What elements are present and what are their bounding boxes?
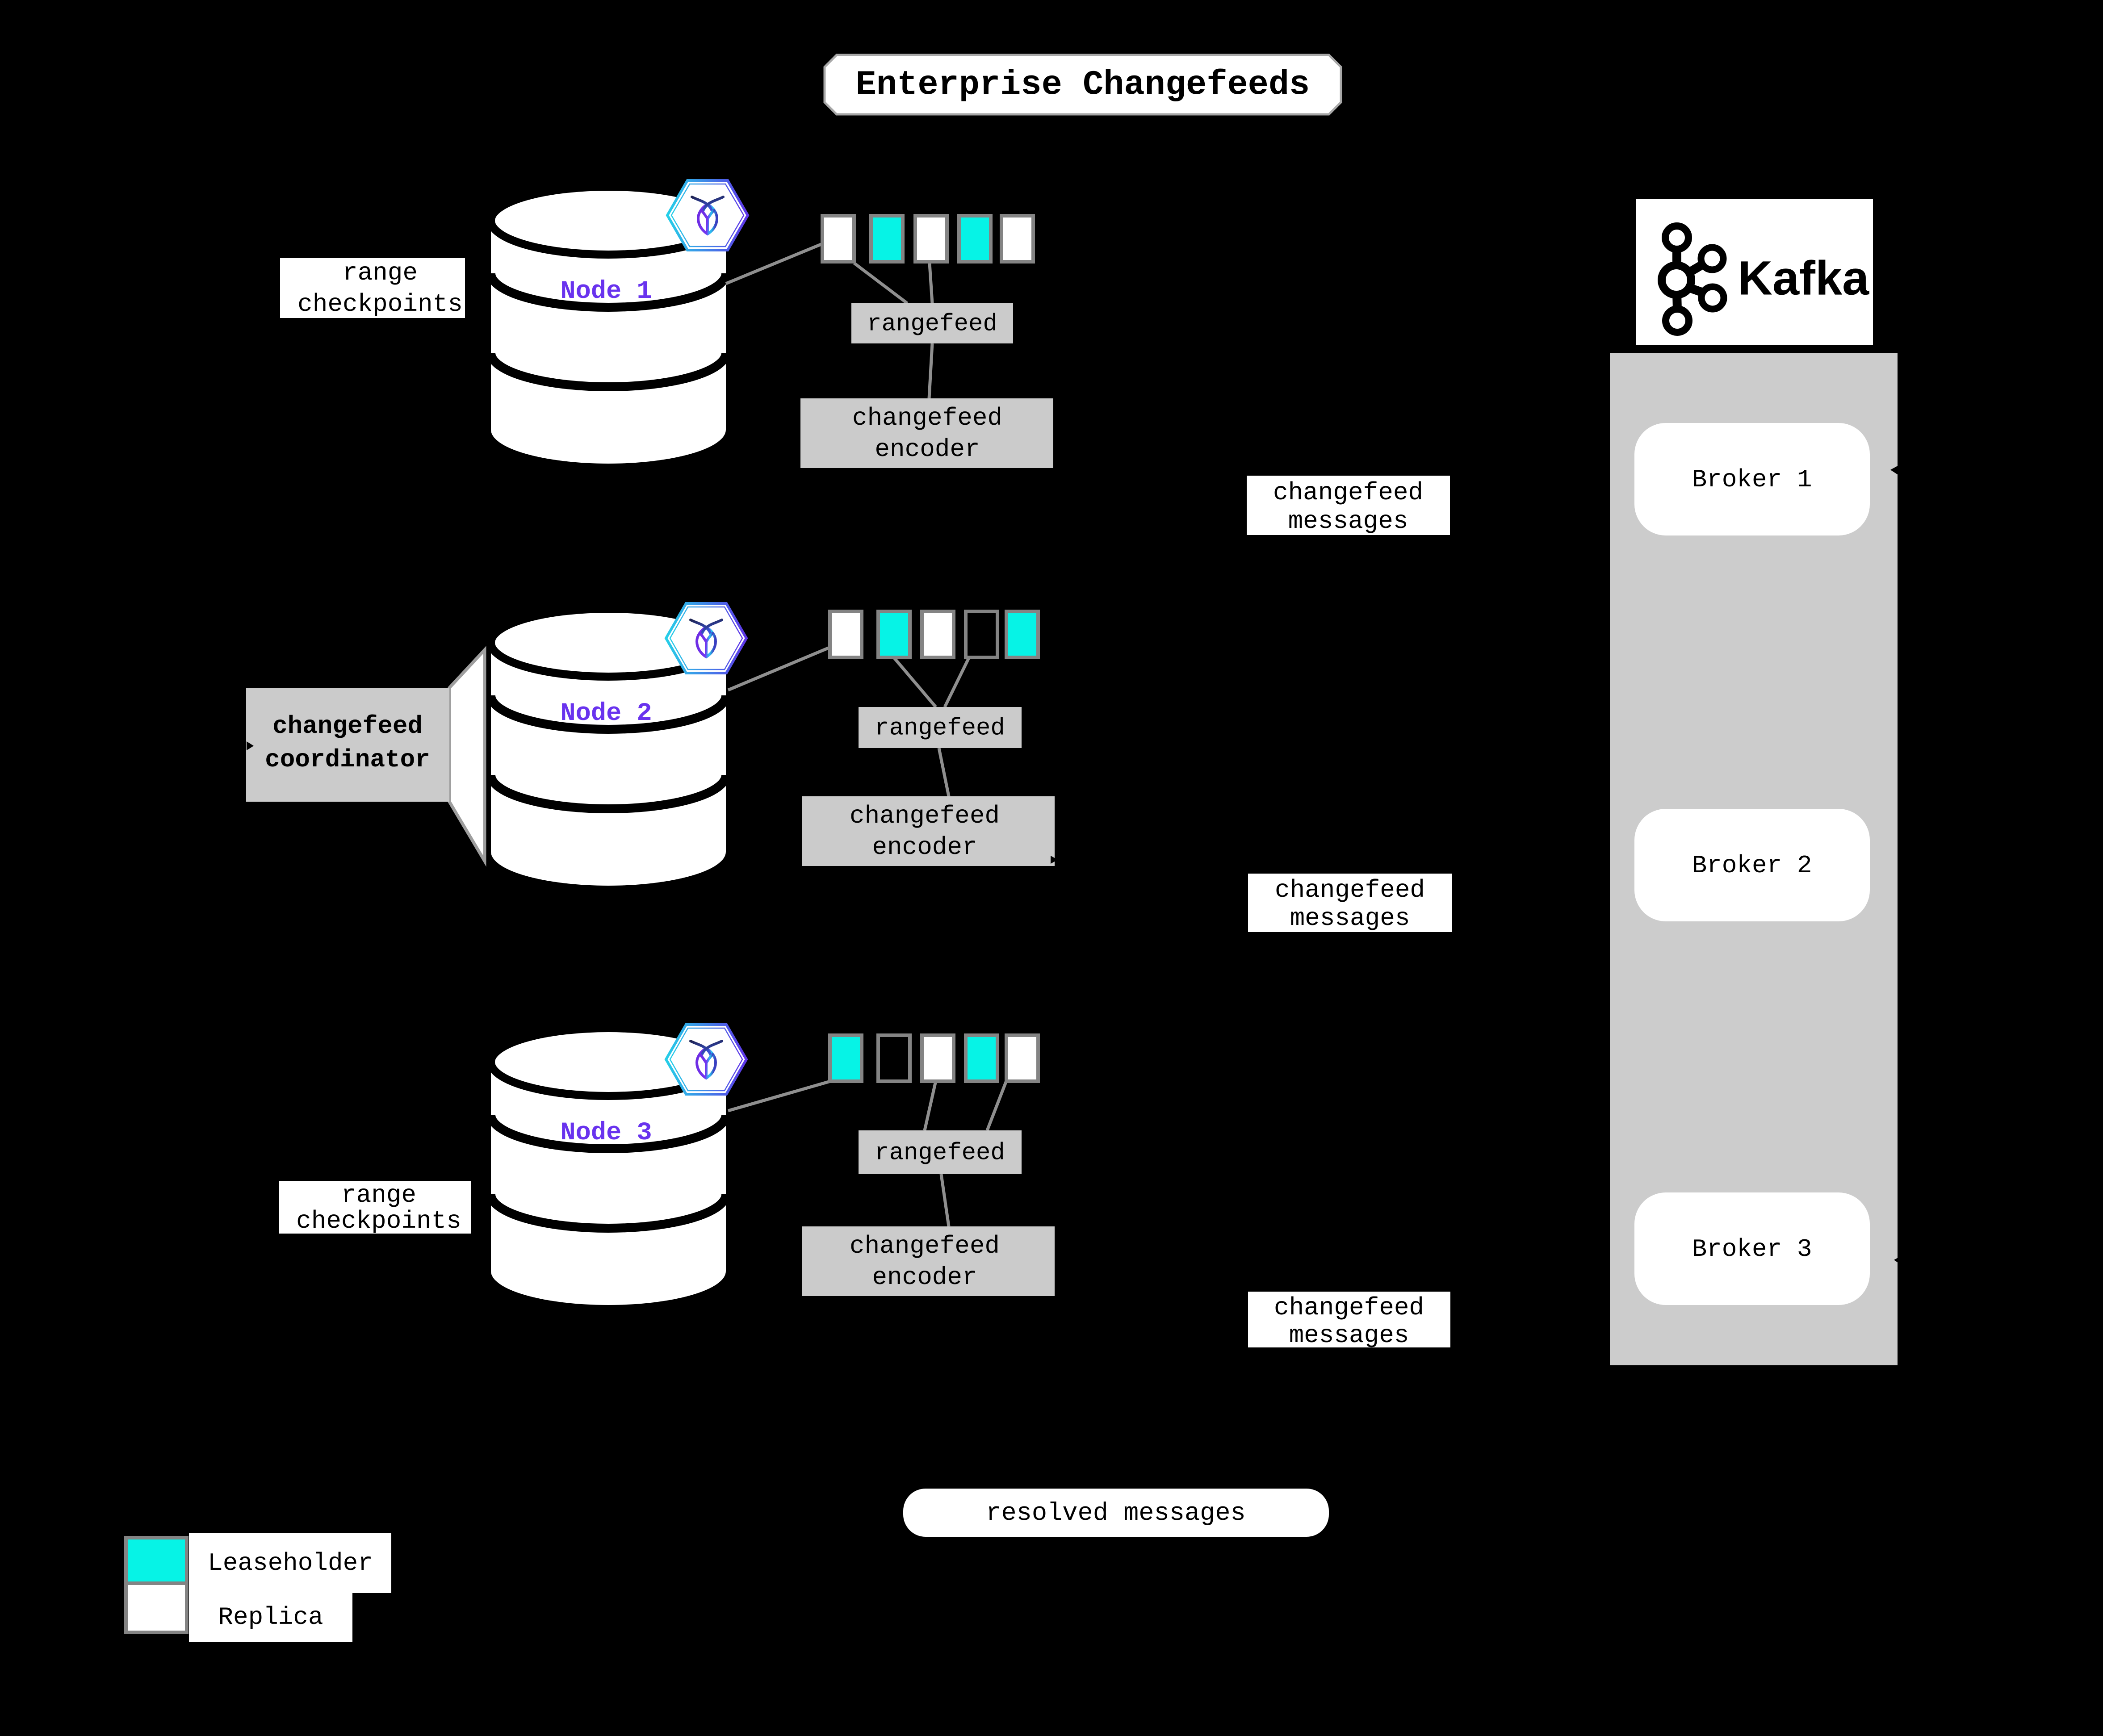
svg-text:Node 3: Node 3 [560, 1119, 652, 1147]
svg-text:checkpoints: checkpoints [296, 1207, 461, 1235]
svg-text:rangefeed: rangefeed [867, 311, 997, 338]
svg-text:changefeed: changefeed [272, 712, 423, 740]
svg-text:Leaseholder: Leaseholder [208, 1549, 373, 1577]
svg-text:range: range [343, 259, 418, 287]
svg-text:Broker 3: Broker 3 [1692, 1235, 1812, 1263]
svg-text:changefeed: changefeed [852, 404, 1002, 432]
svg-text:range: range [341, 1181, 416, 1209]
svg-text:encoder: encoder [875, 435, 980, 464]
svg-text:messages: messages [1289, 1321, 1409, 1350]
svg-text:encoder: encoder [872, 1263, 977, 1292]
svg-text:Broker 2: Broker 2 [1692, 851, 1812, 880]
svg-text:changefeed: changefeed [1273, 478, 1423, 507]
svg-text:Node 1: Node 1 [560, 277, 652, 306]
svg-text:messages: messages [1290, 904, 1410, 933]
svg-text:rangefeed: rangefeed [875, 715, 1005, 742]
svg-text:Broker 1: Broker 1 [1692, 465, 1812, 494]
svg-text:changefeed: changefeed [850, 802, 1000, 830]
svg-text:rangefeed: rangefeed [875, 1140, 1005, 1167]
svg-text:checkpoints: checkpoints [297, 290, 463, 318]
svg-text:Enterprise Changefeeds: Enterprise Changefeeds [856, 66, 1310, 105]
svg-text:resolved messages: resolved messages [986, 1499, 1246, 1528]
svg-text:coordinator: coordinator [265, 745, 430, 774]
svg-text:changefeed: changefeed [1275, 876, 1425, 904]
svg-text:Node 2: Node 2 [560, 699, 652, 728]
svg-text:messages: messages [1288, 507, 1408, 535]
svg-text:Replica: Replica [218, 1603, 323, 1631]
svg-text:Kafka: Kafka [1738, 251, 1869, 305]
svg-text:changefeed: changefeed [1274, 1293, 1424, 1322]
svg-text:encoder: encoder [872, 833, 977, 862]
svg-text:changefeed: changefeed [850, 1232, 1000, 1260]
